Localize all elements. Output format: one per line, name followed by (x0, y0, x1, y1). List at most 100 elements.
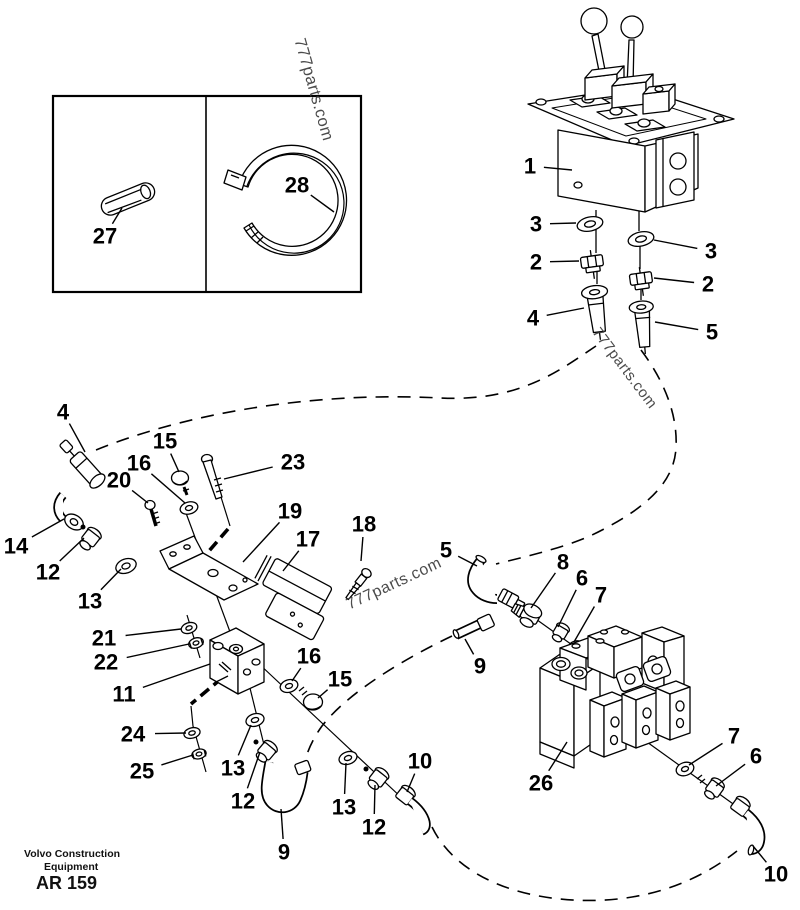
fitting-12 (79, 526, 102, 551)
leader-line-3 (653, 239, 698, 250)
washer-24 (183, 726, 201, 740)
nut-22 (188, 637, 204, 649)
part-label-7: 7 (595, 583, 607, 608)
clamp-ring-28 (223, 144, 348, 256)
bolt23-axis (220, 496, 231, 527)
fastener-column (576, 215, 655, 354)
leader-line-13 (343, 762, 347, 795)
part-label-27: 27 (93, 224, 117, 249)
inset-box (51, 94, 363, 294)
leader-line-16 (150, 473, 186, 504)
part-label-7: 7 (728, 724, 740, 749)
leader-line-12 (373, 784, 376, 815)
elbow-hose-5 (467, 554, 526, 611)
valve-block-11 (209, 627, 265, 695)
part-label-19: 19 (278, 499, 302, 524)
part-label-15: 15 (328, 667, 352, 692)
part-label-12: 12 (231, 789, 255, 814)
part-label-5: 5 (706, 320, 718, 345)
nut-2 (579, 250, 604, 279)
dome-screw-15 (170, 470, 190, 496)
washer-21 (180, 621, 198, 635)
washer-3 (576, 215, 604, 233)
valve-block-26 (539, 625, 691, 769)
dome-plug-15 (298, 686, 324, 711)
connector-17 (254, 555, 333, 641)
part-label-4: 4 (57, 400, 70, 425)
bolt-18 (345, 567, 372, 601)
leader-line-5 (457, 555, 478, 567)
part-label-12: 12 (362, 815, 386, 840)
part-label-12: 12 (36, 560, 60, 585)
bracket-19 (159, 535, 259, 601)
washer-3 (627, 230, 655, 248)
drawing-number: AR 159 (36, 873, 97, 893)
part-label-14: 14 (4, 534, 29, 559)
cable-end-4 (59, 439, 106, 489)
part-label-26: 26 (529, 771, 553, 796)
part-label-28: 28 (285, 173, 309, 198)
leader-line-19 (242, 521, 281, 563)
leader-line-23 (223, 466, 273, 480)
part-label-8: 8 (557, 550, 569, 575)
leader-line-12 (59, 537, 85, 562)
washer-16 (279, 678, 299, 694)
leader-line-28 (310, 194, 335, 213)
part-label-5: 5 (440, 538, 452, 563)
leader-line-10 (752, 845, 767, 863)
leader-line-25 (161, 754, 194, 766)
part-label-9: 9 (278, 840, 290, 865)
part-label-18: 18 (352, 512, 376, 537)
lever-knob (620, 15, 644, 39)
leader-line-13 (237, 724, 252, 756)
stud-axis-24-25 (190, 705, 207, 773)
bolt-23 (200, 453, 224, 500)
leader-line-2 (653, 277, 695, 284)
leader-line-11 (142, 663, 211, 689)
elbow-14 (53, 492, 84, 531)
part-label-4: 4 (527, 306, 540, 331)
footer-block: Volvo Construction Equipment AR 159 (24, 848, 120, 893)
part-label-2: 2 (530, 250, 542, 275)
elbow-hose-10 (730, 795, 766, 856)
part-label-15: 15 (153, 429, 177, 454)
hose-9 (260, 759, 312, 814)
valve-block-26-group (539, 625, 766, 856)
washer-16 (179, 501, 199, 515)
hose-route-bottom (431, 826, 738, 902)
leader-line-15 (317, 689, 329, 699)
leader-line-7 (573, 606, 596, 643)
part-label-3: 3 (705, 239, 717, 264)
lever-knob (580, 7, 608, 35)
part-label-22: 22 (94, 650, 118, 675)
leader-line-18 (360, 536, 364, 562)
leader-line-27 (111, 207, 123, 225)
washer-13 (245, 712, 265, 728)
part-label-6: 6 (750, 744, 762, 769)
part-label-10: 10 (764, 862, 788, 887)
hose-9 (452, 613, 495, 640)
leader-line-15 (170, 453, 180, 473)
leader-line-5 (654, 321, 699, 331)
leader-line-22 (126, 643, 190, 659)
part-label-9: 9 (474, 654, 486, 679)
part-label-24: 24 (121, 722, 146, 747)
tee-fitting-8 (510, 603, 543, 628)
part-label-11: 11 (112, 682, 135, 707)
nut-2 (628, 267, 653, 296)
leader-line-17 (282, 550, 300, 572)
fitting-12 (367, 766, 390, 790)
washer-7 (675, 761, 695, 777)
part-label-17: 17 (296, 527, 320, 552)
part-label-21: 21 (92, 626, 116, 651)
part-label-25: 25 (130, 759, 154, 784)
brand-line-1: Volvo Construction (24, 848, 120, 860)
leader-line-7 (688, 742, 723, 766)
leader-line-24 (154, 732, 187, 735)
part-label-23: 23 (281, 450, 305, 475)
leader-line-14 (31, 518, 65, 538)
fitting-6 (551, 622, 571, 643)
leader-line-16 (291, 667, 302, 682)
